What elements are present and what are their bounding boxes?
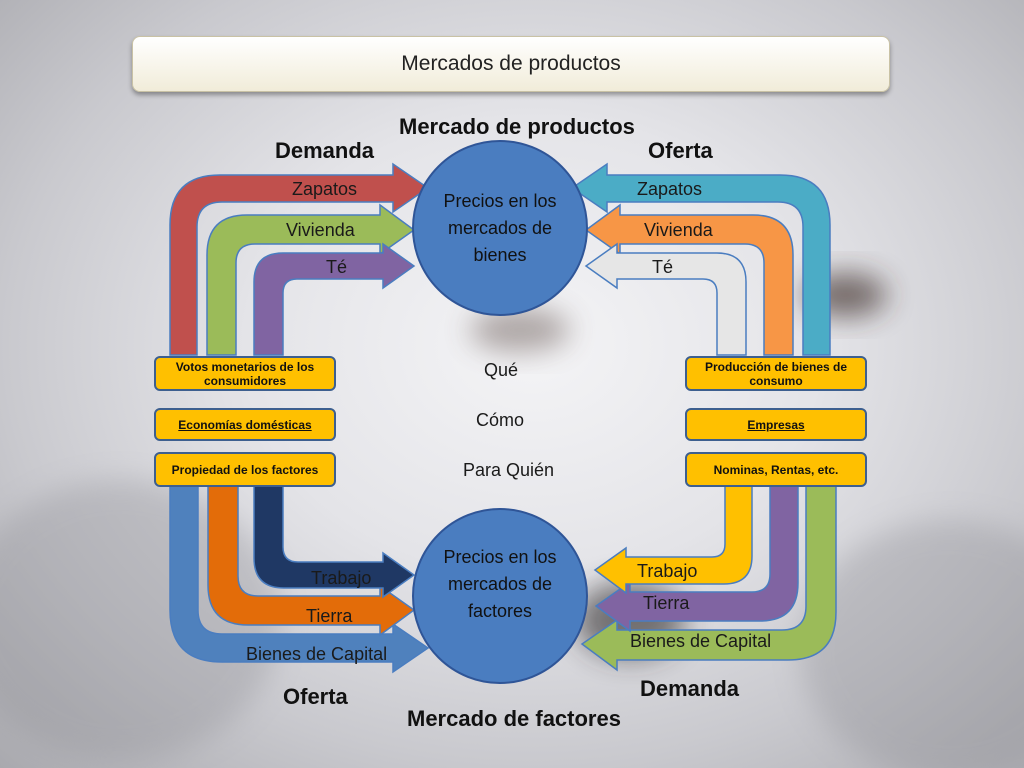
product-market-heading: Mercado de productos [399, 114, 635, 139]
arrow-top-left-zapatos [169, 162, 430, 356]
arrow-top-right-zapatos [570, 162, 831, 356]
box-propiedad-factores-text: Propiedad de los factores [171, 462, 319, 477]
box-produccion-bienes-text: Producción de bienes de consumo [704, 359, 848, 388]
center-word-para-quien: Para Quién [463, 460, 555, 480]
box-empresas-text: Empresas [747, 417, 805, 432]
arrow-label-bottom-right-bienes-capital: Bienes de Capital [630, 631, 772, 651]
factor-market-heading: Mercado de factores [407, 706, 621, 731]
goods-market-circle [412, 140, 588, 316]
supply-heading-bottom: Oferta [283, 684, 348, 709]
box-propiedad-factores: Propiedad de los factores [154, 452, 336, 487]
arrow-bottom-right-tierra [594, 484, 799, 633]
arrow-label-bottom-left-trabajo: Trabajo [311, 568, 372, 588]
arrow-bottom-right-trabajo [593, 484, 753, 595]
goods-market-label: Precios en los mercados de bienes [443, 191, 557, 265]
arrow-bottom-right-bienes-capital [580, 484, 837, 672]
center-word-que: Qué [484, 360, 519, 380]
arrow-label-bottom-left-tierra: Tierra [306, 606, 353, 626]
slide-title: Mercados de productos [132, 36, 890, 92]
arrow-label-top-right-zapatos: Zapatos [637, 179, 703, 199]
arrow-bottom-left-bienes-capital [169, 484, 430, 674]
demand-heading-bottom: Demanda [640, 676, 740, 701]
factor-market-label: Precios en los mercados de factores [443, 547, 557, 621]
center-word-como: Cómo [476, 410, 525, 430]
box-economias-domesticas-text: Economías domésticas [178, 417, 312, 432]
arrow-top-right-te [584, 242, 747, 356]
box-economias-domesticas: Economías domésticas [154, 408, 336, 441]
arrow-label-top-right-vivienda: Vivienda [644, 220, 713, 240]
supply-heading-top: Oferta [648, 138, 713, 163]
box-produccion-bienes: Producción de bienes de consumo [685, 356, 867, 391]
arrow-label-top-right-te: Té [652, 257, 674, 277]
arrow-label-top-left-te: Té [326, 257, 348, 277]
box-votos-monetarios: Votos monetarios de los consumidores [154, 356, 336, 391]
arrow-label-bottom-right-tierra: Tierra [643, 593, 690, 613]
arrow-label-top-left-vivienda: Vivienda [286, 220, 355, 240]
box-nominas-rentas: Nominas, Rentas, etc. [685, 452, 867, 487]
box-empresas: Empresas [685, 408, 867, 441]
factor-market-circle [412, 508, 588, 684]
box-votos-monetarios-text: Votos monetarios de los consumidores [175, 359, 315, 388]
arrow-top-left-te [253, 242, 416, 356]
arrow-label-bottom-right-trabajo: Trabajo [637, 561, 698, 581]
arrow-label-bottom-left-bienes-capital: Bienes de Capital [246, 644, 388, 664]
box-nominas-rentas-text: Nominas, Rentas, etc. [713, 462, 839, 477]
arrow-label-top-left-zapatos: Zapatos [292, 179, 358, 199]
arrow-bottom-left-trabajo [253, 484, 416, 599]
demand-heading-top: Demanda [275, 138, 375, 163]
